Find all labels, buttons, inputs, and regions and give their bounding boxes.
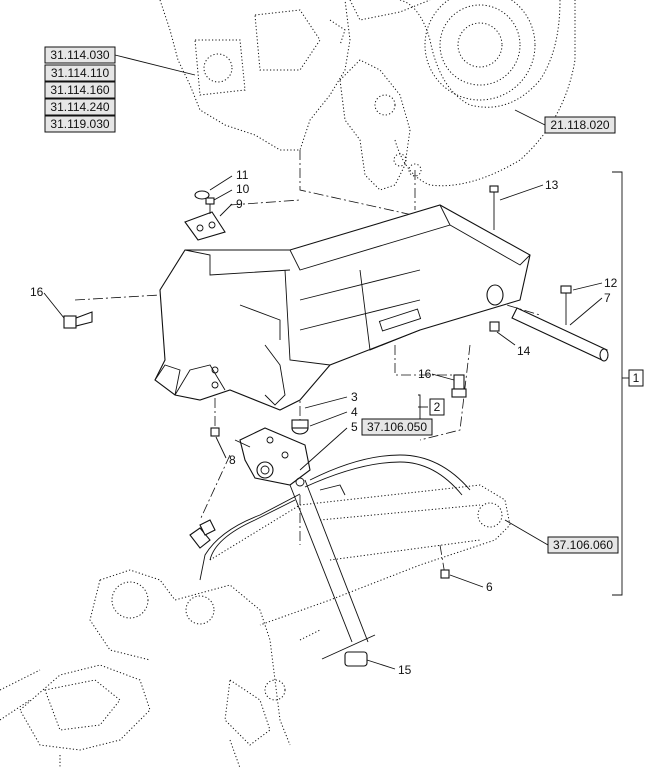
callout-13: 13 bbox=[545, 178, 559, 192]
callout-16-left: 16 bbox=[30, 285, 44, 299]
nut-part-8 bbox=[210, 427, 220, 437]
ref-box-21-118-020[interactable]: 21.118.020 bbox=[544, 116, 616, 134]
callout-11: 11 bbox=[236, 168, 249, 182]
callout-6: 6 bbox=[486, 580, 493, 594]
ref-label-37-106-060: 37.106.060 bbox=[553, 538, 613, 552]
callout-3: 3 bbox=[351, 390, 358, 404]
ref-label-21-118-020: 21.118.020 bbox=[550, 118, 609, 132]
callout-12: 12 bbox=[604, 276, 618, 290]
hydraulic-pipes bbox=[189, 454, 471, 581]
pin-part-7 bbox=[511, 307, 609, 362]
plate-part-9 bbox=[184, 211, 226, 241]
ref-box-31-114-030[interactable]: 31.114.030 bbox=[44, 46, 116, 64]
ref-label-31-119-030: 31.119.030 bbox=[50, 117, 109, 131]
callout-9: 9 bbox=[236, 197, 243, 211]
group-box-2[interactable]: 2 bbox=[429, 398, 445, 416]
valve-block-part-4 bbox=[234, 427, 311, 487]
ref-box-37-106-060[interactable]: 37.106.060 bbox=[547, 536, 619, 554]
callout-14: 14 bbox=[517, 344, 531, 358]
fitting-part-6 bbox=[440, 569, 450, 579]
ref-box-31-114-240[interactable]: 31.114.240 bbox=[44, 98, 116, 116]
front-axle-outline bbox=[0, 484, 511, 768]
group-label-1: 1 bbox=[633, 371, 640, 385]
ref-box-31-114-160[interactable]: 31.114.160 bbox=[44, 81, 116, 99]
ref-box-31-114-110[interactable]: 31.114.110 bbox=[44, 64, 116, 82]
plug-part-15 bbox=[344, 651, 368, 667]
ref-box-37-106-050[interactable]: 37.106.050 bbox=[361, 418, 433, 436]
bolt-part-16-left bbox=[63, 311, 93, 329]
callout-5: 5 bbox=[351, 420, 358, 434]
leader-lines bbox=[43, 54, 629, 670]
group-2-bracket bbox=[418, 394, 421, 421]
callout-15: 15 bbox=[398, 663, 412, 677]
callout-8: 8 bbox=[229, 453, 236, 467]
front-axle-support-bracket bbox=[154, 204, 531, 411]
ref-box-31-119-030[interactable]: 31.119.030 bbox=[44, 115, 116, 133]
flywheel-housing-outline bbox=[394, 0, 576, 187]
callout-4: 4 bbox=[351, 405, 358, 419]
bolt-part-13 bbox=[489, 185, 499, 230]
group-1-bracket bbox=[612, 171, 623, 596]
bolt-part-16-right bbox=[451, 374, 467, 398]
ref-label-31-114-240: 31.114.240 bbox=[50, 100, 109, 114]
callout-10: 10 bbox=[236, 182, 250, 196]
bolt-part-10 bbox=[205, 197, 215, 214]
fitting-part-3 bbox=[291, 419, 309, 435]
washer-part-11 bbox=[194, 190, 210, 200]
group-box-1[interactable]: 1 bbox=[628, 369, 644, 387]
bolt-part-12 bbox=[560, 285, 572, 325]
callout-16-right: 16 bbox=[418, 367, 432, 381]
ref-label-31-114-160: 31.114.160 bbox=[50, 83, 109, 97]
group-label-2: 2 bbox=[434, 400, 441, 414]
ref-label-31-114-030: 31.114.030 bbox=[50, 48, 109, 62]
engine-housing-outline bbox=[159, 0, 431, 191]
callout-7: 7 bbox=[604, 291, 611, 305]
nut-part-14 bbox=[489, 321, 500, 332]
ref-label-31-114-110: 31.114.110 bbox=[51, 66, 110, 80]
ref-label-37-106-050: 37.106.050 bbox=[367, 420, 427, 434]
